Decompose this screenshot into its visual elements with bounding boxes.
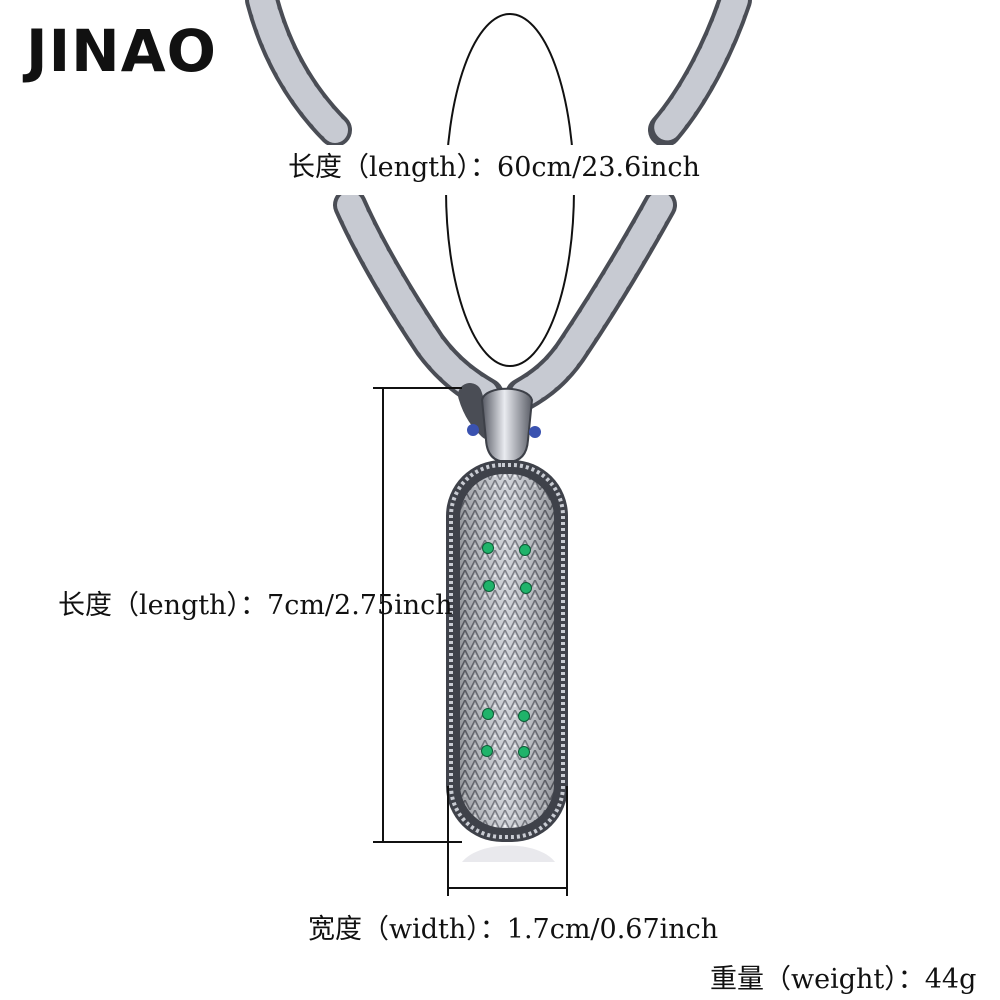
pendant-width-bracket [447,786,568,896]
chain-length-label: 长度（length）：60cm/23.6inch [288,152,700,183]
pendant-reflection [462,845,555,862]
green-gems [481,542,532,758]
brand-logo: JINAO [26,17,217,85]
weight-label: 重量（weight）：44g [710,964,977,995]
chain [245,0,752,440]
pendant-width-label: 宽度（width）：1.7cm/0.67inch [308,914,719,945]
bail [467,387,541,464]
pendant-length-label: 长度（length）：7cm/2.75inch [58,590,453,621]
skateboard-pendant [446,460,568,862]
